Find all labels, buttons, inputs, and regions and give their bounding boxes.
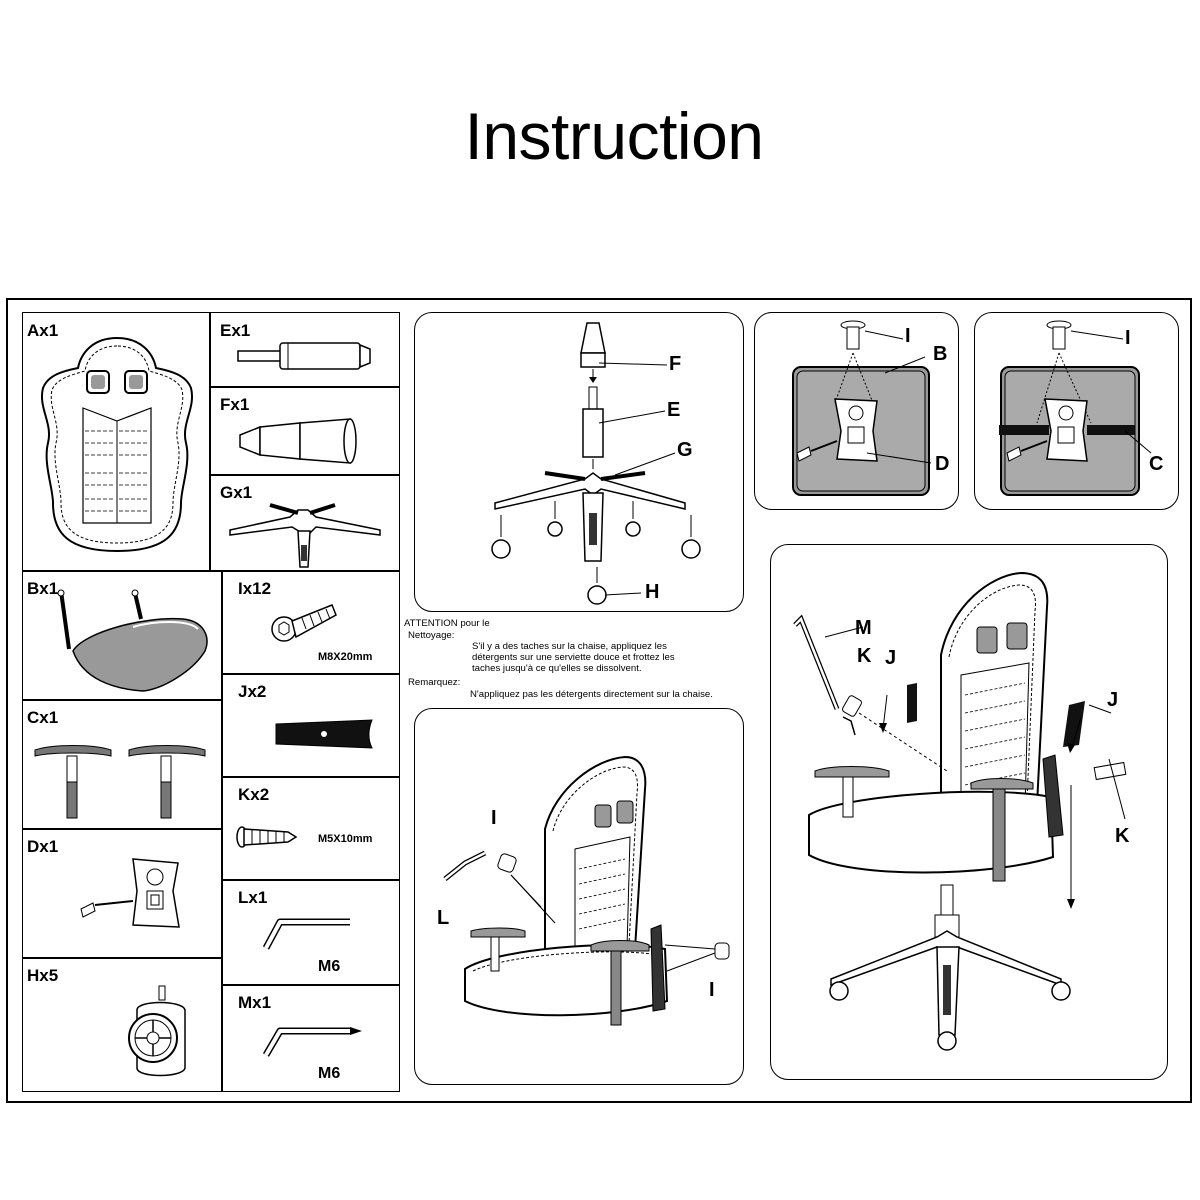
part-i-spec: M8X20mm bbox=[318, 651, 373, 663]
notice-cleaning-line-2: détergents sur une serviette douce et fr… bbox=[472, 652, 675, 663]
seat-plate-panel-right: I C bbox=[974, 312, 1179, 510]
callout-k-bottom: K bbox=[1115, 825, 1130, 847]
callout-f: F bbox=[669, 353, 682, 375]
screw-m5-illustration bbox=[236, 826, 298, 848]
callout-j-right: J bbox=[1107, 689, 1119, 711]
star-base-illustration bbox=[229, 503, 381, 568]
page-title: Instruction bbox=[464, 99, 764, 173]
armrest-assembly-diagram bbox=[443, 755, 730, 1026]
notice-cleaning-line-1: S'il y a des taches sur la chaise, appli… bbox=[472, 641, 667, 652]
part-i-label: Ix12 bbox=[238, 579, 272, 598]
backrest-assembly-panel: M K J J K bbox=[770, 544, 1168, 1080]
notice-heading: ATTENTION pour le bbox=[404, 618, 490, 629]
part-j-cell: Jx2 bbox=[221, 673, 400, 778]
part-b-cell: Bx1 bbox=[22, 570, 223, 701]
backrest-assembly-diagram bbox=[793, 571, 1127, 1051]
seat-plate-panel-left: I B D bbox=[754, 312, 959, 510]
part-k-label: Kx2 bbox=[238, 785, 270, 804]
parts-table: Ax1 bbox=[22, 312, 400, 1092]
instruction-frame: Ax1 bbox=[6, 298, 1192, 1103]
part-d-cell: Dx1 bbox=[22, 828, 223, 959]
notice-cleaning-label: Nettoyage: bbox=[408, 630, 455, 641]
seat-cushion-illustration bbox=[57, 589, 208, 692]
notice-remark-line: N'appliquez pas les détergents directeme… bbox=[470, 689, 713, 700]
part-g-label: Gx1 bbox=[220, 483, 253, 502]
seat-plate-diagram-right bbox=[999, 320, 1152, 496]
part-k-spec: M5X10mm bbox=[318, 833, 373, 845]
callout-i-plate-left: I bbox=[905, 325, 911, 347]
part-f-label: Fx1 bbox=[220, 395, 250, 414]
part-a-cell: Ax1 bbox=[22, 312, 211, 572]
caster-wheel-illustration bbox=[128, 985, 186, 1077]
part-g-cell: Gx1 bbox=[209, 474, 400, 572]
telescopic-cover-illustration bbox=[239, 418, 357, 464]
base-assembly-diagram bbox=[491, 322, 701, 605]
part-k-cell: Kx2 M5X10mm bbox=[221, 776, 400, 881]
gas-lift-illustration bbox=[237, 342, 371, 370]
part-m-size: M6 bbox=[318, 1065, 341, 1082]
part-a-label: Ax1 bbox=[27, 321, 59, 340]
base-assembly-panel: F E G H bbox=[414, 312, 744, 612]
mounting-bar-illustration bbox=[275, 719, 373, 749]
callout-j-left: J bbox=[885, 647, 897, 669]
part-h-cell: Hx5 bbox=[22, 957, 223, 1092]
part-j-label: Jx2 bbox=[238, 682, 267, 701]
notice-cleaning-line-3: taches jusqu'à ce qu'elles se dissolvent… bbox=[472, 663, 642, 674]
part-f-cell: Fx1 bbox=[209, 386, 400, 476]
part-m-label: Mx1 bbox=[238, 993, 272, 1012]
part-e-label: Ex1 bbox=[220, 321, 251, 340]
part-e-cell: Ex1 bbox=[209, 312, 400, 388]
bolt-m8-illustration bbox=[271, 604, 337, 642]
part-l-size: M6 bbox=[318, 958, 341, 975]
backrest-illustration bbox=[40, 336, 194, 553]
callout-d: D bbox=[935, 453, 950, 475]
callout-m: M bbox=[855, 617, 872, 639]
callout-c: C bbox=[1149, 453, 1164, 475]
callout-b: B bbox=[933, 343, 948, 365]
part-l-cell: Lx1 M6 bbox=[221, 879, 400, 986]
notice-remark-label: Remarquez: bbox=[408, 677, 461, 688]
callout-e: E bbox=[667, 399, 681, 421]
callout-g: G bbox=[677, 439, 693, 461]
callout-k-top: K bbox=[857, 645, 872, 667]
part-m-cell: Mx1 M6 bbox=[221, 984, 400, 1092]
part-c-cell: Cx1 bbox=[22, 699, 223, 830]
part-h-label: Hx5 bbox=[27, 966, 59, 985]
part-l-label: Lx1 bbox=[238, 888, 268, 907]
part-c-label: Cx1 bbox=[27, 708, 59, 727]
part-d-label: Dx1 bbox=[27, 837, 59, 856]
allen-key-l-illustration bbox=[262, 918, 350, 950]
armrest-assembly-panel: I L I bbox=[414, 708, 744, 1085]
callout-h: H bbox=[645, 581, 660, 603]
callout-l: L bbox=[437, 907, 450, 929]
armrests-illustration bbox=[34, 745, 206, 819]
mechanism-plate-illustration bbox=[80, 858, 180, 928]
part-b-label: Bx1 bbox=[27, 579, 59, 598]
seat-plate-diagram-left bbox=[792, 320, 932, 496]
callout-i-plate-right: I bbox=[1125, 327, 1131, 349]
callout-i-bottom: I bbox=[709, 979, 715, 1001]
callout-i-top: I bbox=[491, 807, 497, 829]
allen-key-m-illustration bbox=[262, 1027, 362, 1057]
part-i-cell: Ix12 M8X20mm bbox=[221, 570, 400, 675]
